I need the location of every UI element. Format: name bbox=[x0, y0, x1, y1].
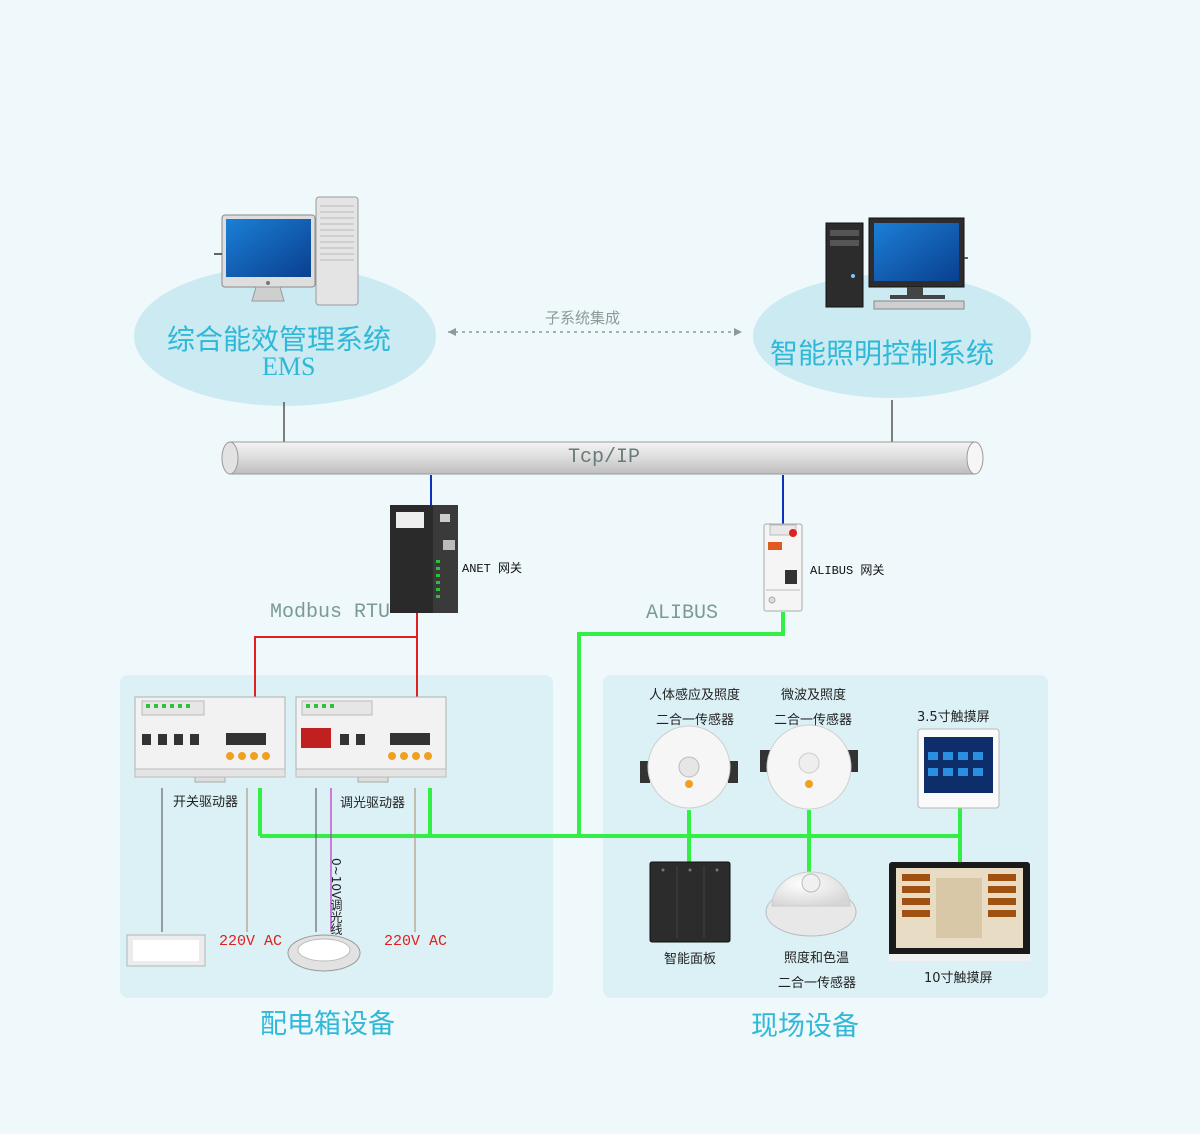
modbus-rtu-label: Modbus RTU bbox=[270, 601, 391, 624]
switch-driver-label: 开关驱动器 bbox=[173, 795, 239, 810]
color-temperature-sensor-icon bbox=[765, 871, 857, 937]
touch35-label: 3.5寸触摸屏 bbox=[917, 710, 990, 725]
switch-driver-icon bbox=[134, 696, 286, 783]
panel-region-title: 配电箱设备 bbox=[260, 1009, 395, 1040]
alibus-line bbox=[258, 612, 962, 872]
integration-label: 子系统集成 bbox=[545, 309, 621, 327]
alibus-gateway-icon bbox=[763, 523, 803, 612]
tcpip-bus bbox=[221, 441, 984, 475]
downlight-icon bbox=[287, 934, 361, 972]
smart-panel-icon bbox=[649, 861, 731, 943]
sensor3-label-line2: 二合一传感器 bbox=[778, 976, 857, 991]
alibus-gateway-label: ALIBUS 网关 bbox=[810, 564, 885, 578]
ems-subtitle: EMS bbox=[262, 352, 316, 381]
sensor1-label-line1: 人体感应及照度 bbox=[649, 688, 741, 703]
voltage-label-2: 220V AC bbox=[384, 933, 448, 950]
lighting-title: 智能照明控制系统 bbox=[770, 337, 995, 370]
touchscreen-10-icon bbox=[889, 862, 1030, 961]
modbus-rtu-line bbox=[254, 613, 418, 697]
panel-light-icon bbox=[126, 934, 206, 967]
ems-title: 综合能效管理系统 bbox=[167, 323, 392, 356]
touchscreen-3-5-icon bbox=[917, 728, 1000, 809]
lighting-computer-icon bbox=[825, 217, 968, 310]
integration-arrow bbox=[448, 328, 742, 336]
sensor3-label-line1: 照度和色温 bbox=[784, 951, 850, 966]
smart-panel-label: 智能面板 bbox=[664, 952, 717, 967]
ems-computer-icon bbox=[214, 196, 359, 306]
load-wires bbox=[161, 788, 416, 932]
field-region-title: 现场设备 bbox=[751, 1011, 859, 1042]
anet-gateway-label: ANET 网关 bbox=[462, 562, 523, 576]
ems-cloud bbox=[134, 266, 436, 406]
sensor2-label-line2: 二合一传感器 bbox=[774, 713, 853, 728]
sensor1-label-line2: 二合一传感器 bbox=[656, 713, 735, 728]
anet-gateway-icon bbox=[390, 505, 458, 613]
voltage-label-1: 220V AC bbox=[219, 933, 283, 950]
dimmer-driver-icon bbox=[295, 696, 447, 783]
dim-line-label: 0~10V调光线 bbox=[329, 858, 343, 936]
sensor2-label-line1: 微波及照度 bbox=[781, 688, 847, 703]
tcpip-label: Tcp/IP bbox=[568, 446, 641, 469]
microwave-illuminance-sensor-icon bbox=[760, 724, 858, 810]
touch10-label: 10寸触摸屏 bbox=[924, 971, 993, 986]
dimmer-driver-label: 调光驱动器 bbox=[340, 796, 406, 811]
alibus-protocol-label: ALIBUS bbox=[646, 602, 719, 625]
pir-illuminance-sensor-icon bbox=[640, 725, 738, 809]
